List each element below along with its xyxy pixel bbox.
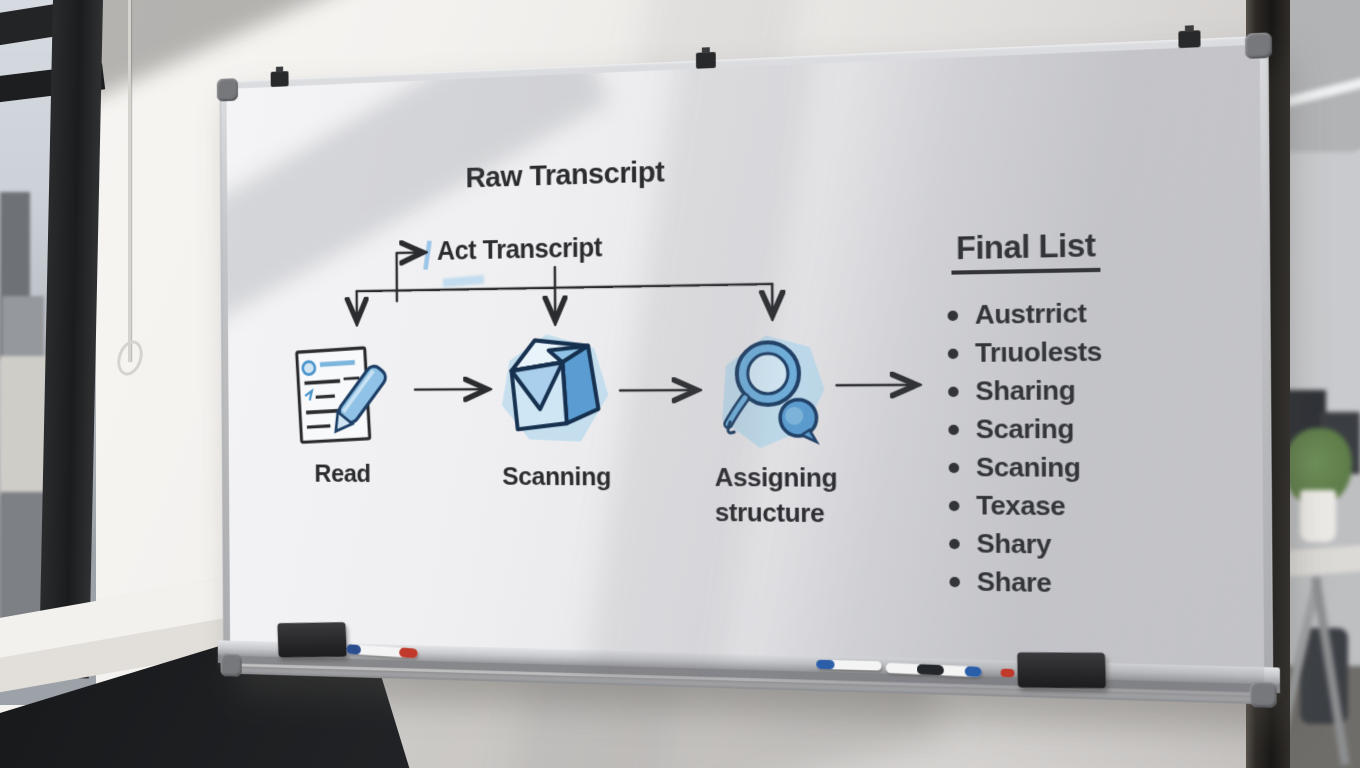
final-list-item: Trıuolests [975,333,1102,373]
final-list-item: Shary [976,525,1103,565]
window [0,0,106,705]
marker-cap [399,647,418,659]
frame-corner-cap [216,78,239,102]
step-label-assigning-structure: Assigning structure [714,462,838,529]
plant-pot [1300,490,1336,542]
step-label-scanning: Scanning [502,461,612,492]
board-clip [1178,30,1201,49]
board-clip [695,51,716,69]
magnifier-icon [704,326,825,449]
whiteboard: Raw Transcript Act Transcript [219,36,1273,705]
final-list-item: Scaning [976,448,1103,487]
office-wall [1290,152,1360,422]
marker-cap [1000,668,1015,678]
whiteboard-marker [816,659,882,671]
frame-corner-cap [1249,681,1277,708]
office-background [1290,0,1360,768]
marker-cap [964,666,982,678]
marker-cap [916,664,944,676]
final-list-item: Scaring [976,410,1103,449]
elbow-arrow-to-annotation [397,252,421,301]
office-ceiling [1290,0,1360,152]
final-list-heading: Final List [899,226,1155,276]
open-box-icon [501,333,609,442]
marker-cap [816,659,835,670]
whiteboard-surface: Raw Transcript Act Transcript [226,45,1264,696]
final-list-item: Share [977,563,1104,604]
frame-corner-cap [220,653,242,677]
final-list-item: Sharing [975,371,1102,410]
board-clip [270,71,289,88]
marker-cap [346,644,361,655]
frame-corner-cap [1244,32,1273,60]
whiteboard-eraser [1017,652,1106,689]
final-list-item: Texase [976,487,1103,526]
whiteboard-eraser [277,622,347,658]
branch-line [357,284,773,291]
step-label-read: Read [314,458,371,488]
desk [1290,544,1360,578]
blind-cord [128,0,131,362]
final-list-item: Austrrict [975,294,1102,334]
document-pencil-icon [287,340,393,454]
